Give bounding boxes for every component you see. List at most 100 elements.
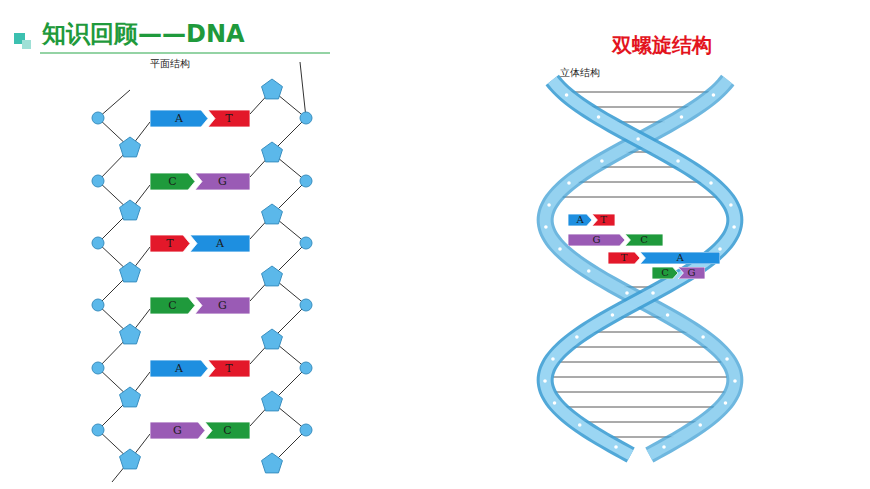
sugar-pentagon (262, 329, 283, 349)
bond-line (300, 62, 306, 118)
ribbon-dot (578, 423, 582, 427)
base-box: G (195, 173, 250, 190)
title-underline (40, 52, 330, 53)
helix-ribbon (545, 80, 735, 455)
ribbon-dot (733, 379, 737, 383)
base-box: T (592, 214, 615, 226)
base-letter: T (208, 110, 250, 127)
ribbon-dot (662, 445, 666, 449)
phosphate-circle (300, 112, 312, 124)
rung-line (556, 392, 725, 393)
base-box: T (150, 235, 190, 252)
base-box: A (150, 360, 208, 377)
ribbon-dot (729, 203, 733, 207)
sugar-pentagon (262, 204, 283, 224)
helix-ribbon (545, 80, 735, 455)
base-letter: C (150, 173, 195, 190)
title-icon (22, 40, 31, 49)
base-box: G (678, 267, 705, 279)
phosphate-circle (92, 112, 104, 124)
base-letter: A (190, 235, 250, 252)
ribbon-dot (625, 291, 629, 295)
ribbon-dot (543, 379, 547, 383)
ribbon-dot (575, 335, 579, 339)
ribbon-dot (600, 159, 604, 163)
sugar-pentagon (120, 449, 141, 469)
rung-line (607, 437, 674, 438)
sugar-pentagon (262, 453, 283, 473)
phosphate-circle (92, 175, 104, 187)
ribbon-dot (551, 357, 555, 361)
caption-label: 平面结构 (150, 57, 190, 71)
ribbon-dot (724, 401, 728, 405)
base-letter: A (150, 110, 208, 127)
base-letter: A (568, 214, 592, 226)
base-letter: A (150, 360, 208, 377)
base-letter: G (678, 267, 705, 279)
helix-ribbon (545, 80, 735, 455)
slide-title: 知识回顾——DNA (42, 18, 245, 50)
rung-line (571, 92, 709, 93)
ribbon-dot (597, 115, 601, 119)
base-letter: G (150, 422, 205, 439)
ribbon-dot (553, 401, 557, 405)
ribbon-dot (544, 225, 548, 229)
base-box: C (150, 297, 195, 314)
base-box: G (195, 297, 250, 314)
base-letter: C (205, 422, 250, 439)
base-box: T (208, 110, 250, 127)
sugar-pentagon (120, 137, 141, 157)
heading-label: 双螺旋结构 (612, 32, 712, 59)
base-letter: T (608, 252, 640, 264)
base-box: C (150, 173, 195, 190)
rung-line (584, 422, 697, 423)
base-letter: C (625, 234, 663, 246)
base-box: G (150, 422, 205, 439)
ribbon-dot (676, 159, 680, 163)
base-letter: T (592, 214, 615, 226)
base-box: C (652, 267, 678, 279)
phosphate-circle (92, 424, 104, 436)
ribbon-dot (567, 181, 571, 185)
base-letter: G (195, 297, 250, 314)
phosphate-circle (300, 299, 312, 311)
backbone (92, 62, 312, 482)
ribbon-dot (651, 291, 655, 295)
base-letter: T (150, 235, 190, 252)
base-box: G (568, 234, 625, 246)
ribbon-dot (732, 225, 736, 229)
phosphate-circle (92, 362, 104, 374)
ribbon-dot (558, 247, 562, 251)
ribbon-dot (614, 445, 618, 449)
sugar-pentagon (120, 262, 141, 282)
helix-ribbon (545, 80, 735, 455)
sugar-pentagon (262, 142, 283, 162)
ribbon-dot (701, 335, 705, 339)
ribbon-dot (666, 313, 670, 317)
base-letter: C (150, 297, 195, 314)
rung-line (566, 407, 714, 408)
rung-line (592, 332, 688, 333)
phosphate-circle (92, 299, 104, 311)
ribbon-dot (709, 181, 713, 185)
ribbon-dot (718, 247, 722, 251)
phosphate-circle (300, 424, 312, 436)
rung-line (553, 377, 727, 378)
sugar-pentagon (262, 391, 283, 411)
double-helix (543, 80, 737, 455)
ribbon-dot (636, 137, 640, 141)
sugar-pentagon (262, 79, 283, 99)
base-box: A (640, 252, 720, 264)
sugar-pentagon (262, 266, 283, 286)
ribbon-dot (712, 93, 716, 97)
ribbon-dot (587, 269, 591, 273)
ribbon-dot (547, 203, 551, 207)
ribbon-dot (680, 115, 684, 119)
phosphate-circle (300, 362, 312, 374)
ribbon-dot (698, 423, 702, 427)
base-box: T (608, 252, 640, 264)
caption-label: 立体结构 (560, 66, 600, 80)
base-box: T (208, 360, 250, 377)
sugar-pentagon (120, 200, 141, 220)
